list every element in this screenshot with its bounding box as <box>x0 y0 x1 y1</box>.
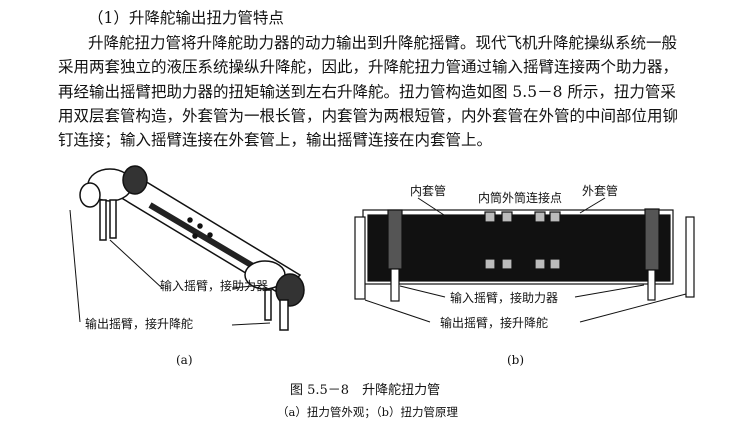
paragraph-line: 升降舵扭力管将升降舵助力器的动力输出到升降舵摇臂。现代飞机升降舵操纵系统一般 <box>88 34 678 52</box>
fig-b-sublabel: (b) <box>507 353 525 367</box>
fig-a-input-arm-label: 输入摇臂，接助力器 <box>160 279 269 293</box>
fig-b-input-arm-label: 输入摇臂，接助力器 <box>450 291 559 305</box>
paragraph-line: 用双层套管构造，外套管为一根长管，内套管为两根短管，内外套管在外管的中间部位用铆 <box>58 107 679 125</box>
paragraph-line: 钉连接；输入摇臂连接在外套管上，输出摇臂连接在内套管上。 <box>58 131 493 149</box>
section-heading: （1）升降舵输出扭力管特点 <box>88 9 284 27</box>
figure-caption: 图 5.5－8 升降舵扭力管 <box>290 383 441 398</box>
figure-subcaption: （a）扭力管外观；（b）扭力管原理 <box>277 405 458 419</box>
fig-a-sublabel: (a) <box>176 353 193 367</box>
fig-b-inner-tube-label: 内套管 <box>410 184 447 198</box>
paragraph-line: 再经输出摇臂把助力器的扭矩输送到左右升降舵。扭力管构造如图 5.5－8 所示，扭… <box>58 83 676 101</box>
fig-b-output-arm-label: 输出摇臂，接升降舵 <box>440 316 549 330</box>
fig-b-connection-label: 内筒外筒连接点 <box>478 191 563 205</box>
paragraph-line: 采用两套独立的液压系统操纵升降舵，因此，升降舵扭力管通过输入摇臂连接两个助力器， <box>58 58 679 76</box>
fig-a-output-arm-label: 输出摇臂，接升降舵 <box>85 317 194 331</box>
fig-b-outer-tube-label: 外套管 <box>582 184 619 198</box>
